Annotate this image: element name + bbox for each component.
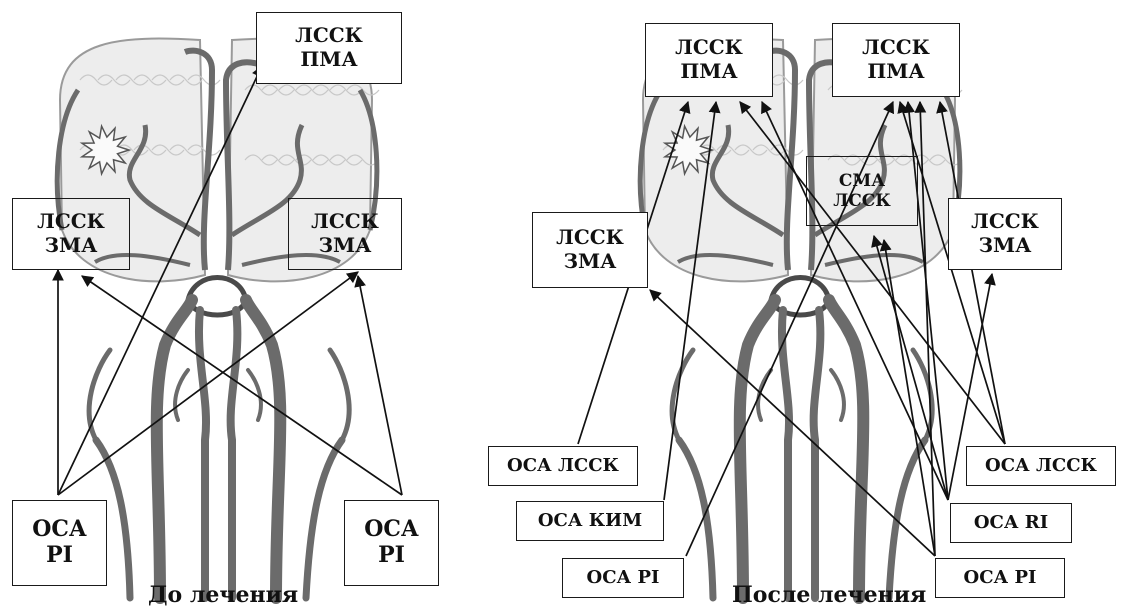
external-carotid-right [306, 440, 342, 598]
internal-carotid-left [782, 310, 789, 598]
external-carotid-left [679, 440, 713, 598]
vertebral-left [175, 370, 188, 420]
arrow-connector [650, 290, 935, 556]
external-branch-left [89, 350, 110, 440]
arrow-connector [940, 102, 1005, 444]
caption-after-treatment: После лечения [732, 582, 926, 608]
internal-carotid-right [231, 310, 238, 598]
external-branch-right [330, 350, 349, 440]
caption-before-treatment: До лечения [148, 582, 298, 608]
label-osa-kim: ОСА КИМ [516, 501, 664, 541]
internal-carotid-left [199, 310, 206, 598]
common-carotid-left [740, 300, 775, 598]
vertebral-right [831, 370, 844, 420]
common-carotid-right [829, 300, 863, 598]
internal-carotid-right [814, 310, 821, 598]
arrow-connector [358, 276, 402, 495]
label-osa-lssk-right: ОСА ЛССК [966, 446, 1116, 486]
common-carotid-right [246, 300, 280, 598]
common-carotid-left [157, 300, 192, 598]
label-osa-ri: ОСА RI [950, 503, 1072, 543]
label-osa-pi-left: ОСА PI [562, 558, 684, 598]
label-osa-pi-right: ОСА PI [935, 558, 1065, 598]
label-osa-lssk-left: ОСА ЛССК [488, 446, 638, 486]
